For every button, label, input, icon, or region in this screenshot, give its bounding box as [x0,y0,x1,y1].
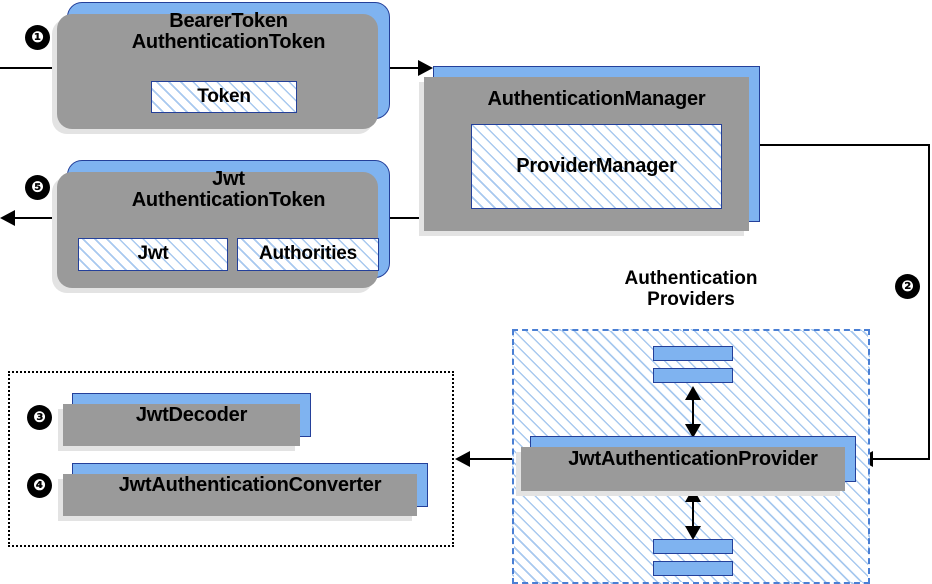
bearer-token-authentication-token-box[interactable]: BearerToken AuthenticationToken Token [52,2,390,134]
step-badge-1: ❶ [25,25,50,50]
step-badge-4: ❹ [27,473,52,498]
jwt-authentication-converter-label: JwtAuthenticationConverter [118,474,382,496]
bearer-token-inner-token-label: Token [197,85,251,107]
connector-provider-top [692,390,695,432]
provider-placeholder-bar-bottom-1 [653,539,733,554]
bearer-token-title-line2: AuthenticationToken [131,31,326,54]
connector-manager-down [928,144,931,460]
jwt-authentication-provider-label: JwtAuthenticationProvider [568,448,818,470]
arrowhead-provider-bottom-down [685,526,701,540]
connector-manager-right [759,144,930,147]
arrowhead-provider-top-up [685,386,701,400]
jwt-support-container [8,371,454,547]
connector-provider-bottom [692,492,695,534]
jwt-token-inner-jwt-box[interactable]: Jwt [78,238,228,271]
step-badge-5: ❺ [25,175,50,200]
arrowhead-provider-to-support [455,451,470,467]
jwt-token-inner-authorities-label: Authorities [258,243,358,265]
authentication-providers-label-line2: Providers [647,289,735,311]
connector-bearer-to-manager [389,67,422,70]
jwt-token-title: Jwt AuthenticationToken [68,168,389,212]
jwt-token-title-line1: Jwt [212,168,245,190]
connector-into-provider [872,458,930,461]
provider-placeholder-bar-top-1 [653,346,733,361]
authentication-manager-title: AuthenticationManager [487,88,706,110]
arrowhead-response-out [0,210,15,226]
provider-manager-label: ProviderManager [516,154,677,177]
provider-placeholder-bar-bottom-2 [653,561,733,576]
jwt-token-inner-authorities-box[interactable]: Authorities [237,238,379,271]
jwt-authentication-provider-box[interactable]: JwtAuthenticationProvider [516,436,856,496]
connector-provider-to-support [469,458,531,461]
authentication-providers-label: Authentication Providers [556,268,826,311]
provider-placeholder-bar-top-2 [653,368,733,383]
jwt-decoder-box[interactable]: JwtDecoder [58,393,311,451]
connector-request-in [0,67,68,70]
arrowhead-provider-top-down [685,424,701,438]
bearer-token-title: BearerToken AuthenticationToken [68,10,389,54]
connector-manager-to-jwt-token [389,217,434,220]
jwt-decoder-label: JwtDecoder [135,404,248,426]
jwt-authentication-converter-box[interactable]: JwtAuthenticationConverter [58,463,428,521]
provider-manager-box[interactable]: ProviderManager [471,124,722,209]
jwt-token-inner-jwt-label: Jwt [137,243,169,265]
arrowhead-bearer-to-manager [418,60,433,76]
step-badge-3: ❸ [27,405,52,430]
bearer-token-title-line1: BearerToken [169,10,288,32]
authentication-manager-box[interactable]: AuthenticationManager ProviderManager [419,66,760,236]
jwt-authentication-token-box[interactable]: Jwt AuthenticationToken Jwt Authorities [52,160,390,293]
authentication-providers-label-line1: Authentication [624,268,758,289]
step-badge-2: ❷ [895,274,920,299]
bearer-token-inner-token-box[interactable]: Token [151,81,297,113]
jwt-token-title-line2: AuthenticationToken [131,189,326,212]
connector-response-out [14,217,68,220]
